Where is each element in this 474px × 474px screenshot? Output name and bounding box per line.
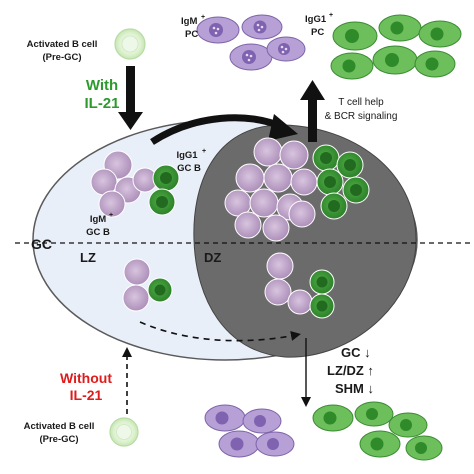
igm-pc-label-line1: IgM xyxy=(181,16,197,27)
igm-pc-label-line2: PC xyxy=(185,29,198,40)
pc-exit-arrow xyxy=(300,80,325,142)
t-cell-help-line2: & BCR signaling xyxy=(325,111,398,122)
dz-upper-cell-cluster-icon xyxy=(224,137,370,242)
lz-to-dz-curved-arrow xyxy=(150,114,298,145)
pre-gc-cell-bottom-icon xyxy=(109,417,139,447)
germinal-center xyxy=(15,119,470,361)
effect-shm-text: SHM ↓ xyxy=(335,381,374,396)
igg1-pc-label-line1: IgG1 xyxy=(305,14,327,25)
activated-b-cell-bottom-line2: (Pre-GC) xyxy=(39,434,78,445)
activated-b-cell-top-line1: Activated B cell xyxy=(27,39,98,50)
without-il21-line2: IL-21 xyxy=(70,387,103,403)
activated-b-cell-bottom-line1: Activated B cell xyxy=(24,421,95,432)
pre-gc-cell-top-icon xyxy=(114,28,146,60)
with-il21-line1: With xyxy=(86,77,118,94)
lz-label: LZ xyxy=(80,250,96,265)
effect-lz-dz-text: LZ/DZ ↑ xyxy=(327,363,374,378)
igg1-gcb-label-sup: + xyxy=(202,148,206,155)
igm-pc-label-sup: + xyxy=(201,14,205,21)
dz-lower-cell-cluster-icon xyxy=(264,252,335,319)
igm-gcb-label-line2: GC B xyxy=(86,227,110,238)
igg1-plasma-cells-top-icon xyxy=(330,14,462,80)
effect-gc-text: GC ↓ xyxy=(341,345,371,360)
without-il21-line1: Without xyxy=(60,370,112,386)
igg1-gcb-label-line1: IgG1 xyxy=(176,150,198,161)
igm-gcb-label-sup: + xyxy=(109,212,113,219)
dz-label: DZ xyxy=(204,250,221,265)
igg1-gcb-label-line2: GC B xyxy=(177,163,201,174)
igg1-pc-label-sup: + xyxy=(329,12,333,19)
lz-to-dz-dashed-arrow xyxy=(139,321,301,342)
igg1-plasma-cells-bottom-icon xyxy=(312,401,443,461)
lz-lower-cell-cluster-icon xyxy=(122,258,173,312)
igm-plasma-cells-top-icon xyxy=(196,14,306,71)
with-il21-line2: IL-21 xyxy=(84,95,119,112)
igg1-pc-label-line2: PC xyxy=(311,27,324,38)
igm-gcb-label-line1: IgM xyxy=(90,214,106,225)
activated-b-cell-top-line2: (Pre-GC) xyxy=(42,52,81,63)
t-cell-help-line1: T cell help xyxy=(338,97,384,108)
with-il21-entry-arrow xyxy=(118,66,143,130)
gc-label: GC xyxy=(31,236,52,252)
lz-upper-cell-cluster-icon xyxy=(90,150,180,218)
igm-plasma-cells-bottom-icon xyxy=(204,404,295,458)
